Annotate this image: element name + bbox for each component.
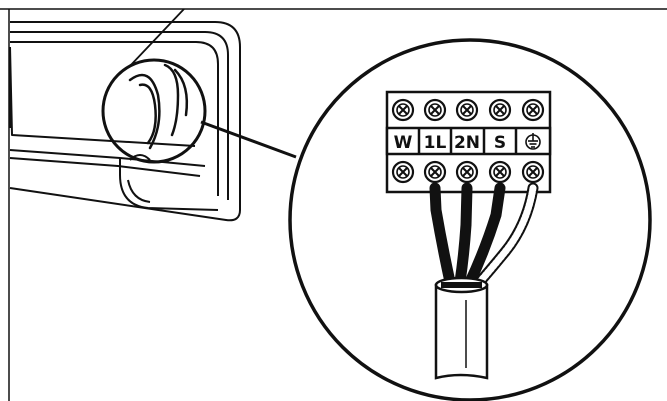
terminal-label-1l: 1L <box>424 133 447 153</box>
screw-terminal-icon <box>391 160 415 184</box>
screw-terminal-icon <box>521 98 545 122</box>
cable-wires <box>429 182 539 290</box>
screw-terminal-icon <box>455 98 479 122</box>
wire-2n <box>454 182 473 288</box>
screw-terminal-icon <box>488 98 512 122</box>
earth-ground-icon <box>525 133 541 150</box>
screw-terminal-icon <box>455 160 479 184</box>
wire-1l <box>429 182 456 288</box>
wire-s <box>464 182 506 288</box>
cable-sheath <box>434 276 489 380</box>
screw-terminal-icon <box>391 98 415 122</box>
screw-terminal-icon <box>521 160 545 184</box>
device-housing <box>9 21 241 222</box>
screw-terminal-icon <box>423 98 447 122</box>
terminal-block: W 1L 2N S <box>385 90 552 194</box>
screw-terminal-icon <box>488 160 512 184</box>
terminal-label-2n: 2N <box>454 133 480 153</box>
terminal-label-w: W <box>394 133 413 153</box>
magnifier-circle-small <box>101 58 207 164</box>
housing-terminal <box>128 63 189 150</box>
terminal-label-s: S <box>494 133 506 153</box>
screw-terminal-icon <box>423 160 447 184</box>
leader-line-top <box>128 8 185 68</box>
leader-line-connector <box>200 120 297 159</box>
